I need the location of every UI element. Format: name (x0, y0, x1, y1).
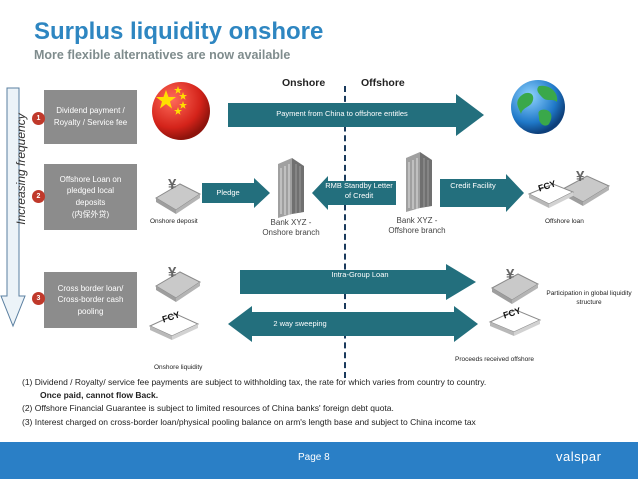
onshore-offshore-divider (344, 86, 346, 378)
onshore-deposit-label: Onshore deposit (150, 218, 198, 225)
page-subtitle: More flexible alternatives are now avail… (34, 48, 291, 62)
onshore-liquidity-label: Onshore liquidity (154, 364, 203, 371)
standby-lc-arrow (312, 176, 396, 210)
increasing-frequency-arrow (0, 87, 26, 328)
brand-logo: valspar (556, 449, 602, 464)
row-1-line-1: Dividend payment / (56, 106, 125, 116)
bank-offshore-building-icon (406, 152, 432, 212)
offshore-label: Offshore (361, 77, 405, 89)
two-way-sweeping-arrow-label: 2 way sweeping (273, 319, 327, 328)
row-2-line-2: pledged local (66, 186, 115, 196)
pledge-arrow (202, 178, 270, 208)
footnotes: (1) Dividend / Royalty/ service fee paym… (22, 376, 622, 429)
intragroup-loan-arrow (240, 264, 476, 300)
onshore-rmb-deposit-icon (155, 183, 201, 214)
onshore-rmb-symbol: ¥ (168, 176, 177, 193)
onshore-label: Onshore (282, 77, 326, 89)
proceeds-received-label: Proceeds received offshore (455, 356, 535, 363)
credit-facility-arrow-label: Credit Facility (450, 181, 496, 190)
row-2-line-4: (内保外贷) (71, 209, 110, 219)
china-flag-icon (152, 82, 210, 140)
page-title: Surplus liquidity onshore (34, 18, 324, 45)
onshore-liquidity-rmb-icon (155, 271, 201, 302)
bank-offshore-label: Bank XYZ - Offshore branch (388, 216, 446, 235)
note-1-emphasis: Once paid, cannot flow Back. (40, 390, 159, 401)
globe-icon (511, 80, 565, 134)
payment-arrow-label: Payment from China to offshore entitles (276, 109, 408, 118)
offshore-rmb-symbol: ¥ (576, 168, 585, 185)
offshore-fcy-icon (527, 183, 575, 208)
payment-arrow (228, 94, 484, 136)
bank-onshore-label: Bank XYZ - Onshore branch (262, 218, 320, 237)
two-way-sweeping-arrow (228, 306, 478, 342)
offshore-proceeds-rmb-symbol: ¥ (506, 266, 515, 283)
offshore-loan-label: Offshore loan (545, 218, 584, 225)
offshore-proceeds-rmb-icon (490, 273, 540, 304)
onshore-liquidity-fcy-icon (148, 313, 200, 340)
onshore-liquidity-rmb-symbol: ¥ (168, 264, 177, 281)
row-2-line-3: deposits (75, 198, 106, 207)
row-2-number-badge: 2 (32, 190, 45, 203)
page-number: Page 8 (298, 452, 330, 463)
row-2-box: Offshore Loan on pledged local deposits … (44, 164, 137, 230)
row-1-line-2: Royalty / Service fee (53, 118, 128, 127)
standby-lc-arrow-label: RMB Standby Letter of Credit (325, 181, 393, 201)
footer-bar (0, 442, 638, 479)
pledge-arrow-label: Pledge (216, 188, 240, 197)
participation-label: Participation in global liquidity struct… (546, 290, 632, 306)
note-2: (2) Offshore Financial Guarantee is subj… (22, 403, 394, 414)
row-3-line-2: Cross-border cash (57, 295, 124, 305)
row-3-number-badge: 3 (32, 292, 45, 305)
row-2-line-1: Offshore Loan on (59, 174, 122, 184)
row-1-number-badge: 1 (32, 112, 45, 125)
row-3-box: Cross border loan/ Cross-border cash poo… (44, 272, 137, 328)
intragroup-loan-arrow-label: Intra-Group Loan (331, 270, 389, 279)
offshore-proceeds-fcy-icon (488, 309, 542, 336)
row-3-line-3: pooling (77, 306, 104, 316)
credit-facility-arrow (440, 174, 524, 212)
row-3-line-1: Cross border loan/ (57, 283, 124, 293)
note-1: (1) Dividend / Royalty/ service fee paym… (22, 377, 487, 387)
note-3: (3) Interest charged on cross-border loa… (22, 416, 476, 427)
row-1-box: Dividend payment / Royalty / Service fee (44, 90, 137, 144)
increasing-frequency-label: Increasing frequency (14, 113, 28, 225)
bank-onshore-building-icon (278, 158, 304, 218)
